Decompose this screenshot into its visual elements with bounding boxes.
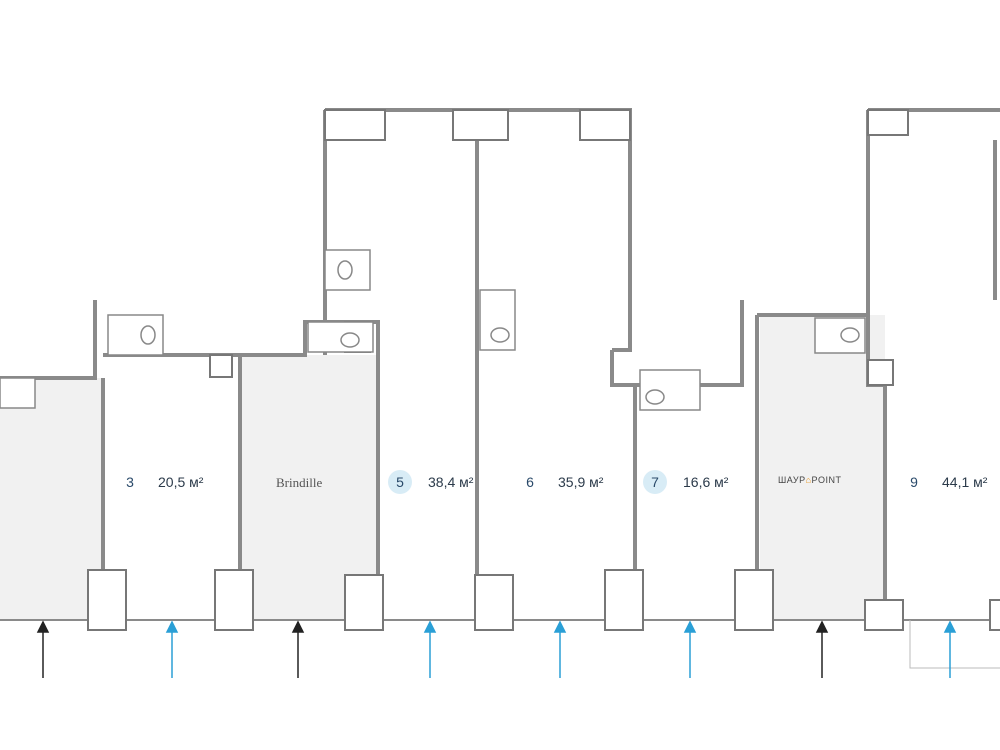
unit-number: 6 bbox=[526, 474, 534, 490]
unit-area: 38,4 м² bbox=[428, 474, 474, 490]
entrance-arrow-unit-3 bbox=[165, 620, 179, 678]
unit-number: 3 bbox=[126, 474, 134, 490]
logo-prefix: ШАУР bbox=[778, 475, 806, 485]
entrance-arrow-unit-7 bbox=[683, 620, 697, 678]
unit-3-label[interactable]: 3 20,5 м² bbox=[118, 470, 203, 494]
walls bbox=[0, 108, 1000, 669]
unit-7-label[interactable]: 7 16,6 м² bbox=[643, 470, 728, 494]
entrance-arrow-unit-9 bbox=[943, 620, 957, 678]
entrance-arrow-shaurpoint bbox=[815, 620, 829, 678]
unit-number: 7 bbox=[643, 470, 667, 494]
unit-area: 35,9 м² bbox=[558, 474, 604, 490]
entrances bbox=[36, 620, 957, 678]
unit-number: 9 bbox=[910, 474, 918, 490]
unit-number: 5 bbox=[388, 470, 412, 494]
unit-area: 16,6 м² bbox=[683, 474, 729, 490]
entrance-arrow-unit-5 bbox=[423, 620, 437, 678]
unit-area: 44,1 м² bbox=[942, 474, 988, 490]
unit-5-label[interactable]: 5 38,4 м² bbox=[388, 470, 473, 494]
house-icon: ⌂ bbox=[805, 475, 812, 485]
unit-6-label[interactable]: 6 35,9 м² bbox=[518, 470, 603, 494]
entrance-arrow-brindille bbox=[291, 620, 305, 678]
occupied-unit-shaurpoint bbox=[760, 315, 885, 620]
entrance-arrow-occupied bbox=[36, 620, 50, 678]
tenant-shaurpoint-logo: ШАУР⌂POINT bbox=[778, 475, 842, 485]
restrooms bbox=[0, 249, 866, 411]
occupied-unit-left bbox=[0, 378, 103, 620]
entrance-arrow-unit-6 bbox=[553, 620, 567, 678]
tenant-brindille: Brindille bbox=[276, 475, 323, 490]
unit-9-label[interactable]: 9 44,1 м² bbox=[902, 470, 987, 494]
logo-suffix: POINT bbox=[811, 475, 842, 485]
unit-area: 20,5 м² bbox=[158, 474, 204, 490]
